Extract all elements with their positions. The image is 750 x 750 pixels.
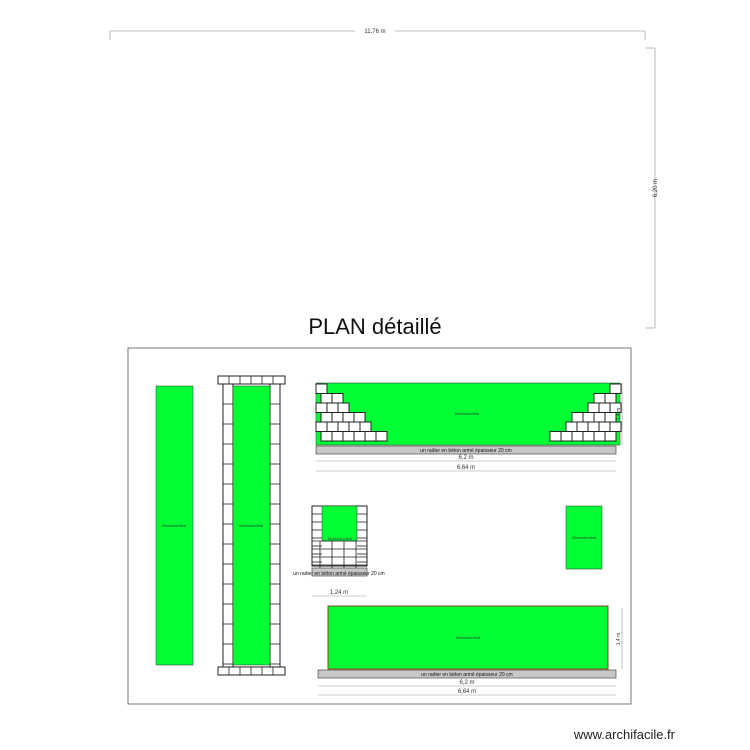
bottom-pool-inner-dimension: 6,2 m (459, 680, 474, 686)
top-pool-height-dimension: 1,4 m (616, 408, 622, 421)
brick (342, 431, 355, 442)
brick (331, 412, 344, 423)
brick (331, 431, 344, 442)
brick-framed-column: Dimension final (217, 375, 286, 676)
brick (609, 383, 622, 394)
brick (582, 412, 595, 423)
brick (598, 402, 611, 413)
brick (609, 421, 622, 432)
right-green-block: Dimension final (565, 505, 603, 570)
brick (320, 412, 333, 423)
bottom-pool-slab (317, 669, 617, 679)
small-block-slab (311, 567, 368, 577)
right-block-label: Dimension final (572, 536, 596, 540)
brick (598, 421, 611, 432)
left-green-column: Dimension final (155, 385, 194, 666)
watermark: www.archifacile.fr (573, 727, 675, 742)
small-block-width-dimension: 1,24 m (330, 590, 348, 596)
bottom-pool-outer-dimension: 6,64 m (458, 689, 476, 695)
top-dimension-area: 11,76 m 6,20 m (109, 26, 659, 329)
small-brick-block: Dimension final un radier en béton armé … (293, 505, 385, 597)
brick (576, 421, 589, 432)
top-pool-slab-label: un radier en béton armé épaisseur 20 cm (420, 448, 511, 454)
brick (571, 412, 584, 423)
brick (353, 412, 366, 423)
plan-frame (127, 347, 632, 705)
bottom-pool-label: Dimension final (456, 636, 480, 640)
brick (315, 402, 328, 413)
brick (337, 421, 350, 432)
small-block-label: Dimension final (328, 537, 352, 541)
brick (331, 393, 344, 404)
brick (320, 431, 333, 442)
brick (315, 421, 328, 432)
top-pool-outer-dimension: 6,64 m (457, 465, 475, 471)
bottom-pool-height-dimension: 1,4 m (616, 633, 622, 646)
brick (587, 402, 600, 413)
top-height-dimension-label: 6,20 m (653, 179, 659, 197)
brick (315, 383, 328, 394)
top-pool-section: Dimension final un radier en béton armé … (315, 382, 623, 472)
brick-column-label: Dimension final (239, 524, 263, 528)
brick (326, 421, 339, 432)
brick (604, 393, 617, 404)
bottom-pool-section: Dimension final un radier en béton armé … (317, 605, 623, 696)
top-pool-inner-dimension: 6,2 m (458, 455, 473, 461)
brick (375, 431, 388, 442)
brick (587, 421, 600, 432)
top-pool-slab (315, 445, 617, 455)
brick (565, 421, 578, 432)
brick (549, 431, 562, 442)
small-block-slab-label: un radier en béton armé épaisseur 20 cm (293, 571, 384, 577)
brick (560, 431, 573, 442)
brick (326, 402, 339, 413)
brick (593, 393, 606, 404)
brick (571, 431, 584, 442)
brick (364, 431, 377, 442)
brick (604, 431, 617, 442)
brick (353, 431, 366, 442)
brick (320, 393, 333, 404)
left-column-label: Dimension final (162, 524, 186, 528)
bottom-pool-slab-label: un radier en béton armé épaisseur 20 cm (421, 672, 512, 678)
brick (604, 412, 617, 423)
brick (348, 421, 361, 432)
brick (359, 421, 372, 432)
brick (342, 412, 355, 423)
top-width-dimension-label: 11,76 m (364, 29, 385, 35)
plan-title: PLAN détaillé (308, 314, 442, 339)
brick (582, 431, 595, 442)
brick (593, 431, 606, 442)
brick (337, 402, 350, 413)
top-pool-label: Dimension final (455, 412, 479, 416)
brick (593, 412, 606, 423)
